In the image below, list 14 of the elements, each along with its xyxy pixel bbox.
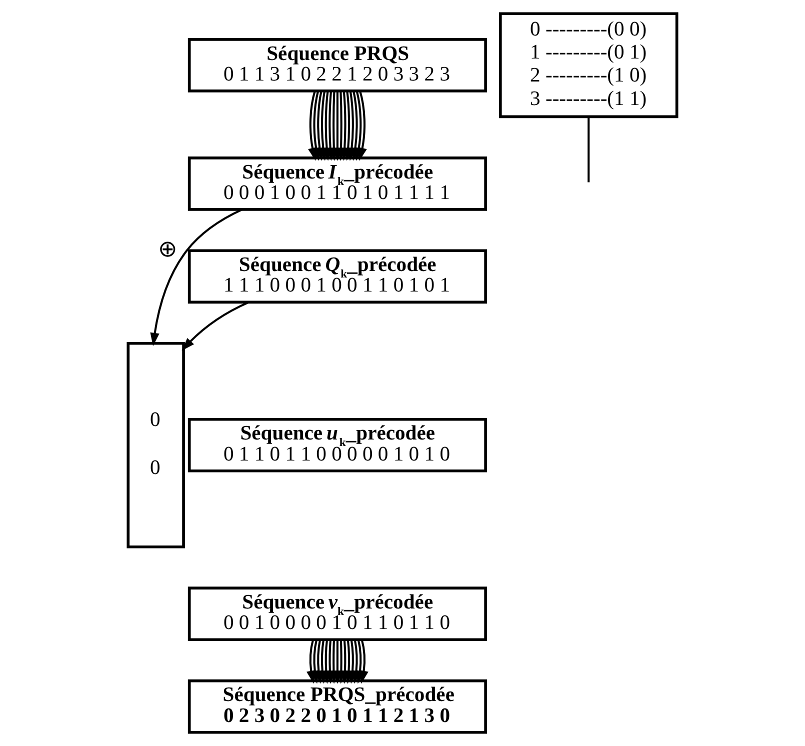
node-box: Séquence PRQS_précodée 0 2 3 0 2 2 0 1 0 1 1 2 1 3 0	[188, 679, 487, 734]
node-box: Séquence v$_{k}$_précodée 0 0 1 0 0 0 0 1 0 1 1 0 1 1 0	[188, 586, 487, 642]
node-box: Séquence PRQS 0 1 1 3 1 0 2 2 1 2 0 3 3 2 3	[188, 38, 487, 92]
arrow	[150, 208, 243, 346]
arrow	[358, 90, 367, 161]
node-box: 0 ---------(0 0) 1 ---------(0 1) 2 ---------(1 0) 3 ---------(1 1)	[498, 12, 678, 118]
arrow	[182, 301, 250, 351]
node-box: Séquence Q$_{k}$_précodée 1 1 1 0 0 0 1 0 0 1 1 0 1 0 1	[188, 249, 487, 304]
node-box: Séquence u$_{k}$_précodée 0 1 1 0 1 1 0 0 0 0 0 1 0 1 0	[188, 418, 487, 472]
edge-label: ⊕	[158, 236, 177, 263]
node-box: 0 0	[126, 342, 185, 548]
node-box: Séquence I$_{k}$_précodée 0 0 0 1 0 0 1 1 0 1 0 1 1 1 1	[188, 156, 487, 211]
connector	[588, 116, 590, 182]
arrow	[359, 640, 368, 684]
